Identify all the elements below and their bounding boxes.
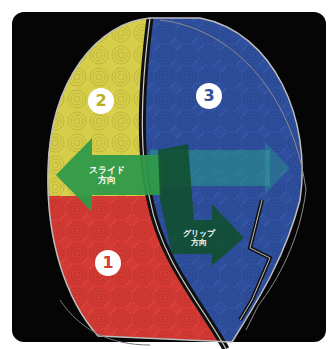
callout-number-text: 1 (102, 255, 113, 271)
direction-arrow: グリップ 方向 (150, 140, 246, 266)
region-3-seam-line (240, 200, 270, 320)
arrow-text-box: スライド 方向 (76, 155, 138, 195)
callout-number-text: 2 (95, 93, 106, 109)
region-3-seam (240, 200, 270, 320)
direction-label: グリップ 方向 (183, 229, 215, 247)
direction-arrow: スライド 方向 (56, 138, 162, 212)
callout-number: 3 (196, 83, 222, 109)
arrow-body (56, 138, 162, 212)
callout-number-text: 3 (203, 88, 214, 104)
arrow-shape (150, 140, 246, 266)
sole-outline (48, 18, 302, 342)
direction-label: スライド 方向 (89, 165, 125, 186)
callout-number: 2 (88, 88, 114, 114)
heel-edge (60, 300, 150, 345)
arrow-body (158, 144, 244, 266)
arrow-text-box: グリップ 方向 (176, 222, 222, 254)
slide-direction-band-head (265, 142, 290, 194)
callout-number: 1 (95, 250, 121, 276)
